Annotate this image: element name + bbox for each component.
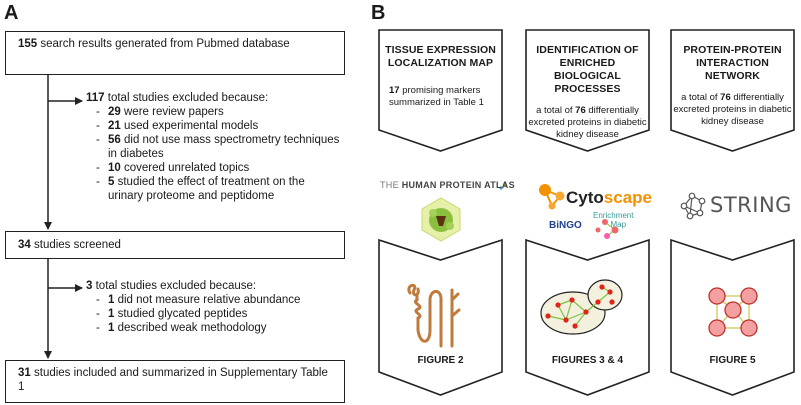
string-logo: STRING: [710, 193, 792, 217]
column-2-figure: FIGURES 3 & 4: [526, 355, 649, 369]
screened-box: 34 studies screened: [5, 231, 345, 259]
column-3-title-line: PROTEIN-PROTEIN: [683, 44, 782, 56]
figure-5-label: FIGURE 5: [709, 355, 756, 366]
exclusion-2-item: 1 described weak methodology: [86, 321, 341, 335]
included-text: studies included and summarized in Suppl…: [18, 367, 328, 393]
exclusion-1-item: 56 did not use mass spectrometry techniq…: [86, 133, 341, 161]
panel-b-letter: B: [371, 2, 386, 24]
exclusion-1-item: 10 covered unrelated topics: [86, 161, 341, 175]
column-3-header: PROTEIN-PROTEIN INTERACTION NETWORK a to…: [673, 44, 792, 128]
exclusion-1-item: 29 were review papers: [86, 105, 341, 119]
column-3-title-line: INTERACTION: [696, 57, 769, 69]
string-network-icon: [680, 192, 706, 220]
column-1-header-shape: [378, 29, 503, 152]
column-2-count: 76: [575, 105, 586, 116]
figure-2-label: FIGURE 2: [417, 355, 464, 366]
hpa-cell-icon: [421, 197, 461, 242]
exclusion-1-item: 21 used experimental models: [86, 119, 341, 133]
flow-arrows: [44, 75, 83, 359]
column-2-title-line: ENRICHED BIOLOGICAL: [554, 57, 621, 82]
column-2-title-line: PROCESSES: [554, 83, 621, 95]
exclusion-1-header: 117 total studies excluded because:: [86, 92, 269, 104]
bingo-logo: BiNGO: [549, 220, 582, 231]
included-box: 31 studies included and summarized in Su…: [5, 360, 345, 403]
exclusion-1-item: 5 studied the effect of treatment on the…: [86, 175, 341, 203]
column-2-header: IDENTIFICATION OF ENRICHED BIOLOGICAL PR…: [528, 44, 647, 141]
column-1-count: 17: [389, 85, 400, 96]
column-1-figure: FIGURE 2: [379, 355, 502, 369]
column-3-count: 76: [720, 92, 731, 103]
column-3-title-line: NETWORK: [705, 70, 760, 82]
column-3-subtitle: a total of 76 differentially excreted pr…: [673, 92, 792, 127]
search-results-count: 155: [18, 38, 38, 50]
cluster-illustration: [540, 279, 623, 335]
human-protein-atlas-logo: THE HUMAN PROTEIN ATLAS: [380, 180, 515, 190]
included-count: 31: [18, 367, 31, 379]
nephron-illustration: [407, 283, 461, 348]
panel-a-letter: A: [4, 2, 19, 24]
column-2-subtitle: a total of 76 differentially excreted pr…: [528, 105, 647, 140]
exclusion-2-item: 1 did not measure relative abundance: [86, 293, 341, 307]
exclusion-list-2: 3 total studies excluded because: 1 did …: [86, 279, 341, 335]
figures-3-4-label: FIGURES 3 & 4: [551, 355, 624, 366]
cytoscape-logo: Cytoscape: [566, 188, 652, 207]
enrichment-map-logo: Enrichment Map: [593, 211, 634, 229]
column-1-title-line: TISSUE EXPRESSION: [385, 44, 496, 56]
column-3-header-shape: [670, 29, 795, 152]
screened-count: 34: [18, 239, 31, 251]
column-1-subtitle: 17 promising markers summarized in Table…: [389, 85, 484, 108]
search-results-box: 155 search results generated from Pubmed…: [5, 31, 345, 75]
exclusion-2-header: 3 total studies excluded because:: [86, 280, 257, 292]
exclusion-list-1: 117 total studies excluded because: 29 w…: [86, 91, 341, 203]
column-1-title-line: LOCALIZATION MAP: [387, 57, 494, 69]
column-1-header: TISSUE EXPRESSION LOCALIZATION MAP 17 pr…: [381, 44, 500, 109]
column-2-header-shape: [525, 29, 650, 152]
search-results-text: search results generated from Pubmed dat…: [40, 38, 290, 50]
column-2-title-line: IDENTIFICATION OF: [536, 44, 639, 56]
cytoscape-network-icon: [539, 184, 565, 210]
enrichment-map-icon: [595, 219, 619, 239]
screened-text: studies screened: [34, 239, 121, 251]
ppi-network-illustration: [708, 287, 758, 337]
column-3-figure: FIGURE 5: [671, 355, 794, 369]
exclusion-2-item: 1 studied glycated peptides: [86, 307, 341, 321]
